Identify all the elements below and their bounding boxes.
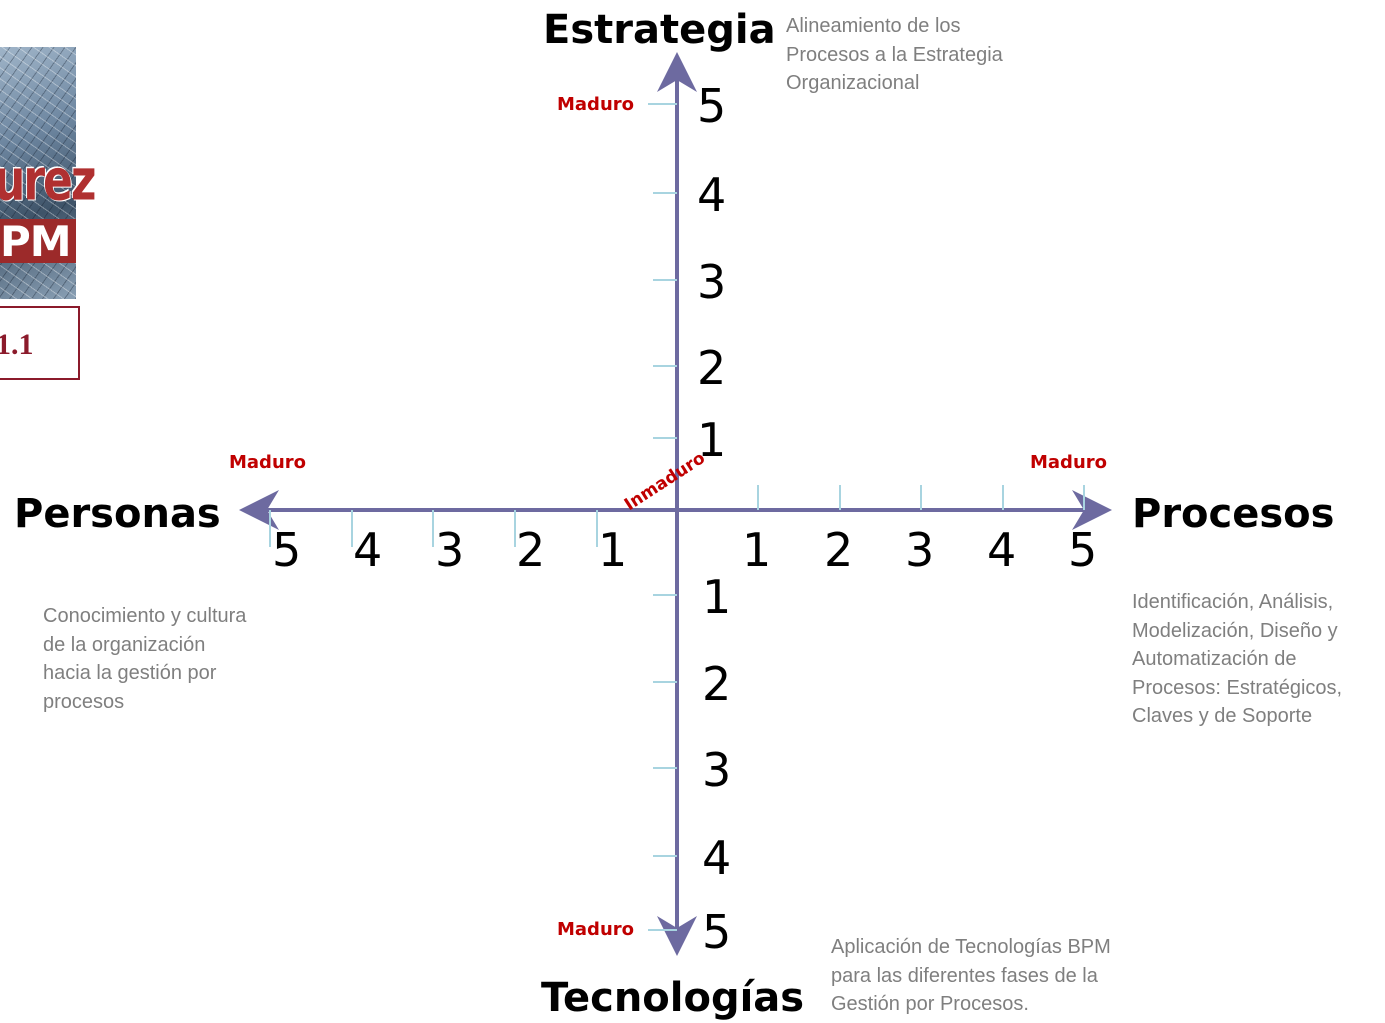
desc-line: Identificación, Análisis, — [1132, 591, 1334, 613]
tick-label-personas: 2 — [516, 523, 545, 577]
maduro-label-bottom: Maduro — [557, 919, 635, 940]
tick-label-personas: 5 — [272, 523, 301, 577]
tick-label-estrategia: 1 — [697, 413, 726, 467]
tick-label-estrategia: 4 — [697, 168, 726, 222]
maduro-label-top: Maduro — [557, 94, 635, 115]
tick-label-personas: 1 — [598, 523, 627, 577]
desc-line: Automatización de — [1132, 648, 1297, 670]
desc-tecnologias: Aplicación de Tecnologías BPM para las d… — [831, 933, 1111, 1019]
desc-line: Conocimiento y cultura — [43, 605, 247, 627]
tick-label-tecnologias: 5 — [702, 905, 731, 959]
tick-label-procesos: 1 — [742, 523, 771, 577]
desc-line: Aplicación de Tecnologías BPM — [831, 936, 1111, 958]
maturity-model-logo: urez PM — [0, 47, 96, 299]
desc-line: hacia la gestión por — [43, 662, 217, 684]
desc-line: de la organización — [43, 633, 206, 656]
tick-label-tecnologias: 2 — [702, 657, 731, 711]
tick-label-tecnologias: 1 — [702, 570, 731, 624]
desc-line: Gestión por Procesos. — [831, 993, 1029, 1015]
tick-label-estrategia: 2 — [697, 341, 726, 395]
desc-line: para las diferentes fases de la — [831, 964, 1098, 987]
desc-personas: Conocimiento y cultura de la organizació… — [43, 602, 246, 716]
desc-line: Modelización, Diseño y — [1132, 619, 1338, 642]
logo-word-bottom-band: PM — [0, 217, 76, 266]
tick-label-procesos: 4 — [987, 523, 1016, 577]
desc-line: Claves y de Soporte — [1132, 705, 1313, 727]
tick-label-estrategia: 5 — [697, 79, 726, 133]
axis-title-estrategia: Estrategia — [543, 7, 776, 53]
desc-line: Alineamiento de los — [786, 15, 961, 37]
logo-word-top: urez — [0, 147, 96, 214]
maduro-label-left: Maduro — [229, 452, 307, 473]
tick-label-estrategia: 3 — [697, 255, 726, 309]
tick-label-personas: 4 — [353, 523, 382, 577]
logo-word-bottom: PM — [0, 217, 72, 266]
desc-procesos: Identificación, Análisis, Modelización, … — [1132, 588, 1342, 731]
tick-label-tecnologias: 3 — [702, 743, 731, 797]
desc-line: Procesos: Estratégicos, — [1132, 676, 1343, 699]
tick-label-procesos: 2 — [824, 523, 853, 577]
axis-title-procesos: Procesos — [1132, 491, 1335, 537]
tick-label-procesos: 5 — [1068, 523, 1097, 577]
desc-line: procesos — [43, 690, 125, 713]
axis-title-tecnologias: Tecnologías — [541, 975, 805, 1021]
tick-label-tecnologias: 4 — [702, 831, 731, 885]
desc-line: Procesos a la Estrategia — [786, 43, 1003, 66]
version-box: 1.1 — [0, 306, 80, 380]
version-label: 1.1 — [0, 328, 34, 361]
tick-label-procesos: 3 — [905, 523, 934, 577]
desc-estrategia: Alineamiento de los Procesos a la Estrat… — [786, 12, 1003, 98]
desc-line: Organizacional — [786, 72, 920, 94]
tick-label-personas: 3 — [435, 523, 464, 577]
maduro-label-right: Maduro — [1030, 452, 1108, 473]
axis-title-personas: Personas — [14, 491, 221, 537]
